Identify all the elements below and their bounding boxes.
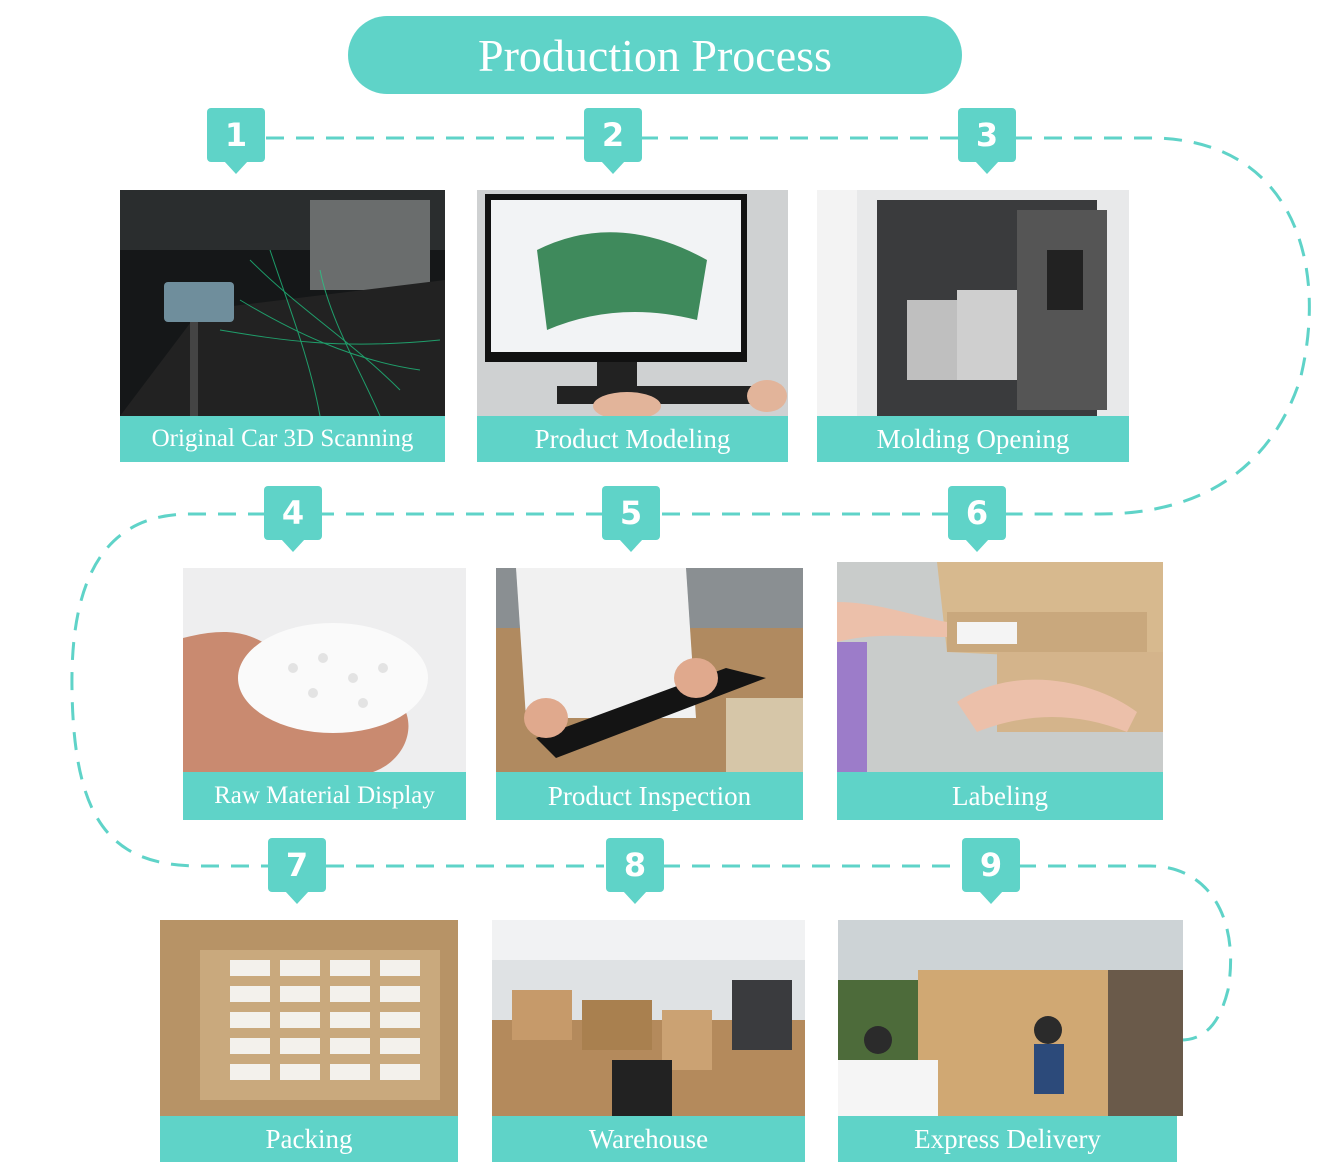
- warehouse-photo: [492, 920, 805, 1116]
- step-9-badge: 9: [962, 838, 1020, 904]
- raw-material-photo: [183, 568, 466, 772]
- packing-photo: [160, 920, 458, 1116]
- step-9-label: Express Delivery: [838, 1116, 1177, 1162]
- step-7-badge: 7: [268, 838, 326, 904]
- step-5-badge: 5: [602, 486, 660, 552]
- step-7-label: Packing: [160, 1116, 458, 1162]
- product-modeling-photo: [477, 190, 788, 416]
- step-4-badge: 4: [264, 486, 322, 552]
- step-5-label: Product Inspection: [496, 772, 803, 820]
- molding-opening-photo: [817, 190, 1129, 416]
- product-inspection-photo: [496, 568, 803, 772]
- step-8-badge: 8: [606, 838, 664, 904]
- step-6-badge: 6: [948, 486, 1006, 552]
- step-3-badge: 3: [958, 108, 1016, 174]
- step-3-label: Molding Opening: [817, 416, 1129, 462]
- step-1-label: Original Car 3D Scanning: [120, 416, 445, 462]
- step-4-label: Raw Material Display: [183, 772, 466, 820]
- step-2-label: Product Modeling: [477, 416, 788, 462]
- car-3d-scanning-photo: [120, 190, 445, 416]
- step-6-label: Labeling: [837, 772, 1163, 820]
- labeling-photo: [837, 562, 1163, 772]
- step-1-badge: 1: [207, 108, 265, 174]
- step-2-badge: 2: [584, 108, 642, 174]
- page-title: Production Process: [348, 16, 962, 94]
- step-8-label: Warehouse: [492, 1116, 805, 1162]
- express-delivery-photo: [838, 920, 1183, 1116]
